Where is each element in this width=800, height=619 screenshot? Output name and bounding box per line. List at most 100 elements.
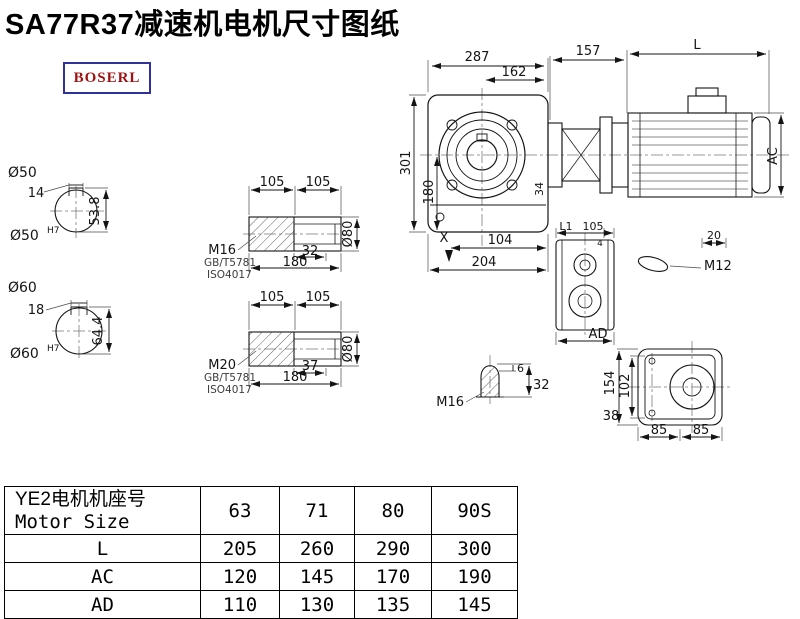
m20shaft-std-iso-label: ISO4017: [207, 384, 252, 396]
dim-X-label: X: [440, 231, 449, 246]
m20shaft-180-label: 180: [283, 370, 308, 385]
dim-34-label: 34: [533, 182, 546, 196]
m16shaft-std-iso-label: ISO4017: [207, 269, 252, 281]
dim-162-label: 162: [502, 65, 527, 80]
shaft50-height-label: 53.8: [88, 197, 103, 226]
dim-287-label: 287: [465, 50, 490, 65]
output-side-view: [555, 228, 727, 345]
shaft-end-detail: [465, 363, 532, 403]
gearbox-housing: [427, 94, 549, 233]
centerlines: [50, 88, 792, 433]
table-header-label-cell: YE2电机机座号 Motor Size: [4, 486, 201, 535]
motor-fins: [632, 120, 748, 190]
row-label-AD: AD: [4, 590, 201, 619]
shaft50-section: [43, 183, 109, 233]
boserl-logo-text: BOSERL: [73, 69, 141, 86]
cell-AC-90s: 190: [431, 562, 518, 591]
sideview-L1-label: L1: [559, 220, 572, 233]
dimension-labels: 287 162 157 L 301 180 AC 34 X 104 204 Ø5…: [8, 38, 781, 438]
dim-157-label: 157: [576, 44, 601, 59]
cell-AC-80: 170: [354, 562, 432, 591]
hollow-shaft-m20: [237, 301, 360, 387]
cell-AD-63: 110: [200, 590, 280, 619]
main-dimensions: [409, 50, 784, 273]
dim-AC-label: AC: [766, 147, 781, 165]
dim-motor-L-label: L: [693, 38, 701, 53]
shaft60-height-label: 64.4: [91, 317, 106, 346]
shaft50-bore-label: Ø50: [10, 228, 39, 244]
rearview-85a-label: 85: [651, 423, 668, 438]
cell-L-63: 205: [200, 534, 280, 563]
m16shaft-std-gb-label: GB/T5781: [204, 257, 256, 269]
boserl-logo: BOSERL: [63, 62, 151, 94]
table-col-header-63: 63: [200, 486, 280, 535]
shaft50-keywidth-label: 14: [28, 186, 45, 201]
gearbox-front-view: [427, 94, 549, 233]
x-arrow: [445, 250, 453, 262]
m20shaft-std-gb-label: GB/T5781: [204, 372, 256, 384]
shaft60-bore-label: Ø60: [10, 346, 39, 362]
rearview-154-label: 154: [603, 371, 618, 396]
dim-104-label: 104: [488, 233, 513, 248]
page-title: SA77R37减速机电机尺寸图纸: [5, 9, 400, 41]
rearview-85b-label: 85: [693, 423, 710, 438]
dim-301-label: 301: [399, 151, 414, 176]
cell-AD-71: 130: [279, 590, 355, 619]
table-row-AD: AD 110 130 135 145: [4, 590, 518, 619]
cell-L-71: 260: [279, 534, 355, 563]
shaft50-bore-tol-label: H7: [47, 226, 60, 236]
cell-L-80: 290: [354, 534, 432, 563]
sideview-4-label: 4: [597, 239, 603, 249]
output-flange-circle: [438, 111, 526, 199]
sideview-105-label: 105: [583, 220, 604, 233]
extension-lines: [409, 50, 784, 272]
row-label-AC: AC: [4, 562, 201, 591]
table-col-header-80: 80: [354, 486, 432, 535]
shaft60-keywidth-label: 18: [28, 303, 45, 318]
sideview-20-label: 20: [707, 229, 721, 242]
shaft60-section: [45, 300, 112, 355]
shaft60-bore-tol-label: H7: [47, 344, 60, 354]
motor-size-table: YE2电机机座号 Motor Size 63 71 80 90S L 205 2…: [4, 486, 518, 619]
hollow-shaft-m16: [237, 186, 360, 272]
sideview-M12-label: M12: [704, 259, 732, 274]
keyway-slot: [476, 133, 488, 142]
table-header-row: YE2电机机座号 Motor Size 63 71 80 90S: [4, 486, 518, 535]
rearview-38-label: 38: [603, 409, 620, 424]
table-row-AC: AC 120 145 170 190: [4, 562, 518, 591]
cell-AD-90s: 145: [431, 590, 518, 619]
motor-side-view: [547, 87, 771, 198]
m16shaft-dia-label: Ø80: [341, 221, 356, 248]
cell-AD-80: 135: [354, 590, 432, 619]
shaft50-dia-label: Ø50: [8, 165, 37, 181]
rear-view: [616, 348, 723, 441]
fan-cowl: [751, 116, 771, 194]
shaft60-dia-label: Ø60: [8, 280, 37, 296]
row-label-L: L: [4, 534, 201, 563]
table-header-cn: YE2电机机座号: [15, 488, 146, 510]
m16shaft-105a-label: 105: [260, 175, 285, 190]
dim-180-main-label: 180: [422, 180, 437, 205]
m16shaft-180-label: 180: [283, 255, 308, 270]
m20shaft-dia-label: Ø80: [341, 336, 356, 363]
m20shaft-thread-label: M20: [208, 358, 236, 373]
sideview-AD-label: AD: [589, 327, 608, 342]
table-col-header-90s: 90S: [431, 486, 518, 535]
terminal-box: [687, 95, 727, 114]
m16shaft-105b-label: 105: [306, 175, 331, 190]
key-detail: [637, 256, 669, 272]
m20shaft-37-label: 37: [302, 359, 319, 374]
m20shaft-105a-label: 105: [260, 290, 285, 305]
m16shaft-thread-label: M16: [208, 243, 236, 258]
rearview-102-label: 102: [618, 374, 633, 399]
table-header-en: Motor Size: [15, 510, 130, 533]
shaftend-M16-label: M16: [436, 395, 464, 410]
table-row-L: L 205 260 290 300: [4, 534, 518, 563]
m20shaft-105b-label: 105: [306, 290, 331, 305]
shaftend-32-label: 32: [533, 378, 550, 393]
dim-204-label: 204: [472, 255, 497, 270]
cell-AC-63: 120: [200, 562, 280, 591]
shaftend-6-label: 6: [517, 362, 524, 375]
table-col-header-71: 71: [279, 486, 355, 535]
